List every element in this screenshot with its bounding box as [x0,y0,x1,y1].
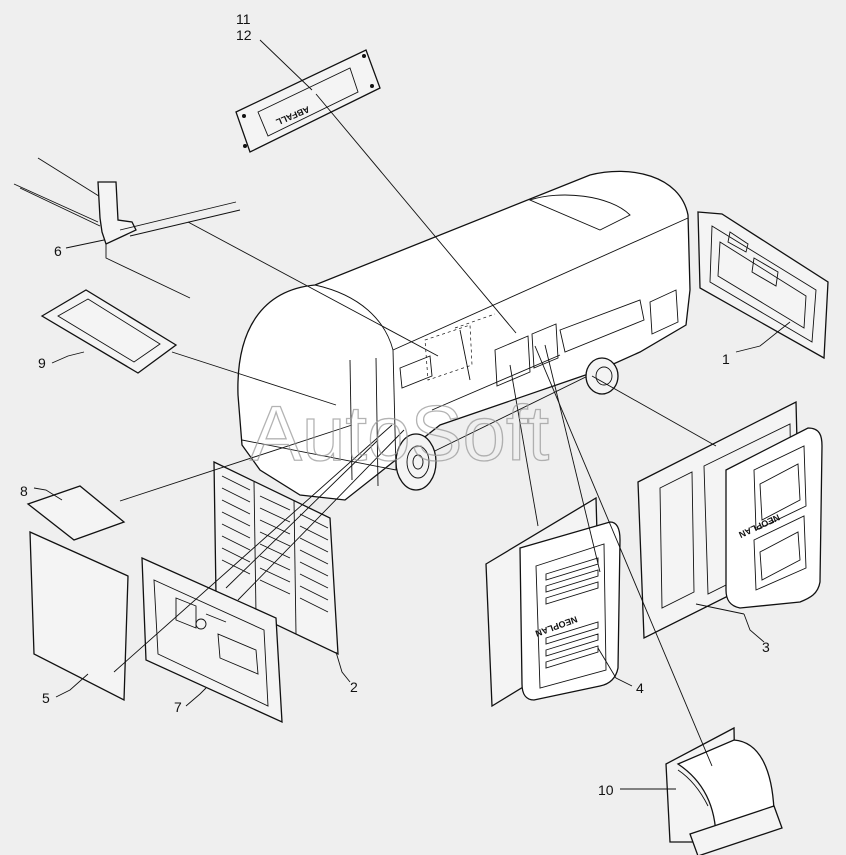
callout-4: 4 [636,680,644,696]
part-5-sheet [29,530,129,702]
callout-11: 11 [236,11,251,27]
callout-10: 10 [598,782,614,798]
bus-body [237,170,691,501]
callout-labels: 11 12 6 9 8 5 7 2 1 3 4 10 [20,11,770,798]
callout-ticks [33,39,791,790]
part-7-service-panel [141,556,283,724]
part-10-elbow-duct [665,726,783,855]
vent-slots [545,557,599,669]
callout-12: 12 [236,27,252,43]
callout-6: 6 [54,243,62,259]
part-9-gasket-frame [40,289,178,374]
part-11-12-sign-plate: ABFALL [235,49,381,153]
part-3-double-door: NEOPLAN [637,400,823,640]
part-1-door-panel [697,211,829,360]
louver-slots [221,475,329,613]
leader-lines [113,93,717,767]
watermark: AutoSoft [250,389,550,477]
callout-7: 7 [174,699,182,715]
rear-wheel [585,357,619,395]
part-6-rail-profile [13,157,241,299]
callout-1: 1 [722,351,730,367]
callout-8: 8 [20,483,28,499]
callout-2: 2 [350,679,358,695]
front-wheel [395,433,437,491]
callout-5: 5 [42,690,50,706]
callout-9: 9 [38,355,46,371]
callout-3: 3 [762,639,770,655]
part-8-pad [26,485,126,541]
part-4-vented-door: NEOPLAN [485,496,621,708]
